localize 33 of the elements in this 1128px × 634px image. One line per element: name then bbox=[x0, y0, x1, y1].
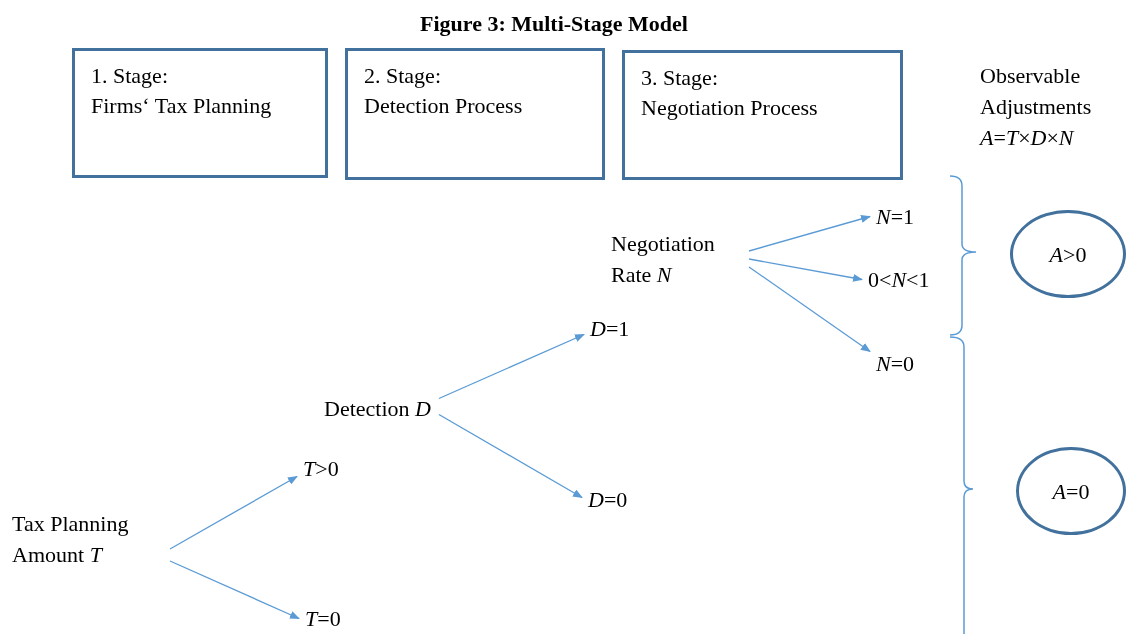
stage-box bbox=[622, 50, 903, 180]
outcome-text: A>0 bbox=[1049, 240, 1087, 269]
outcome-ellipse bbox=[1016, 447, 1126, 535]
arrow bbox=[169, 560, 300, 620]
note-text: Observable Adjustments bbox=[980, 62, 1093, 121]
tree-label: Detection D bbox=[324, 393, 431, 424]
outcome-ellipse bbox=[1010, 210, 1126, 298]
arrow bbox=[169, 475, 298, 550]
stage-box bbox=[345, 48, 605, 180]
arrow bbox=[748, 258, 863, 282]
stage-text: Firms‘ Tax Planning bbox=[91, 92, 272, 120]
stage-text: 2. Stage: bbox=[364, 62, 441, 90]
stage-box bbox=[72, 48, 328, 178]
stage-text: Detection Process bbox=[364, 92, 523, 120]
tree-label: D=1 bbox=[590, 313, 630, 344]
tree-label: N=0 bbox=[876, 348, 915, 379]
stage-text: 3. Stage: bbox=[641, 64, 718, 92]
tree-label: T=0 bbox=[305, 603, 341, 634]
tree-label: Tax Planning Amount T bbox=[12, 508, 162, 570]
stage-text: 1. Stage: bbox=[91, 62, 168, 90]
note-text: A=T×D×N bbox=[980, 124, 1076, 152]
outcome-text: A=0 bbox=[1052, 477, 1090, 506]
arrow bbox=[438, 333, 585, 400]
arrow bbox=[748, 215, 871, 252]
tree-label: 0<N<1 bbox=[868, 264, 930, 295]
tree-label: N=1 bbox=[876, 201, 915, 232]
arrow bbox=[748, 266, 871, 353]
arrow bbox=[438, 413, 583, 499]
stage-text: Negotiation Process bbox=[641, 94, 818, 122]
figure-title: Figure 3: Multi-Stage Model bbox=[420, 10, 688, 38]
tree-label: D=0 bbox=[588, 484, 628, 515]
tree-label: Negotiation Rate N bbox=[611, 228, 741, 290]
tree-label: T>0 bbox=[303, 453, 339, 484]
